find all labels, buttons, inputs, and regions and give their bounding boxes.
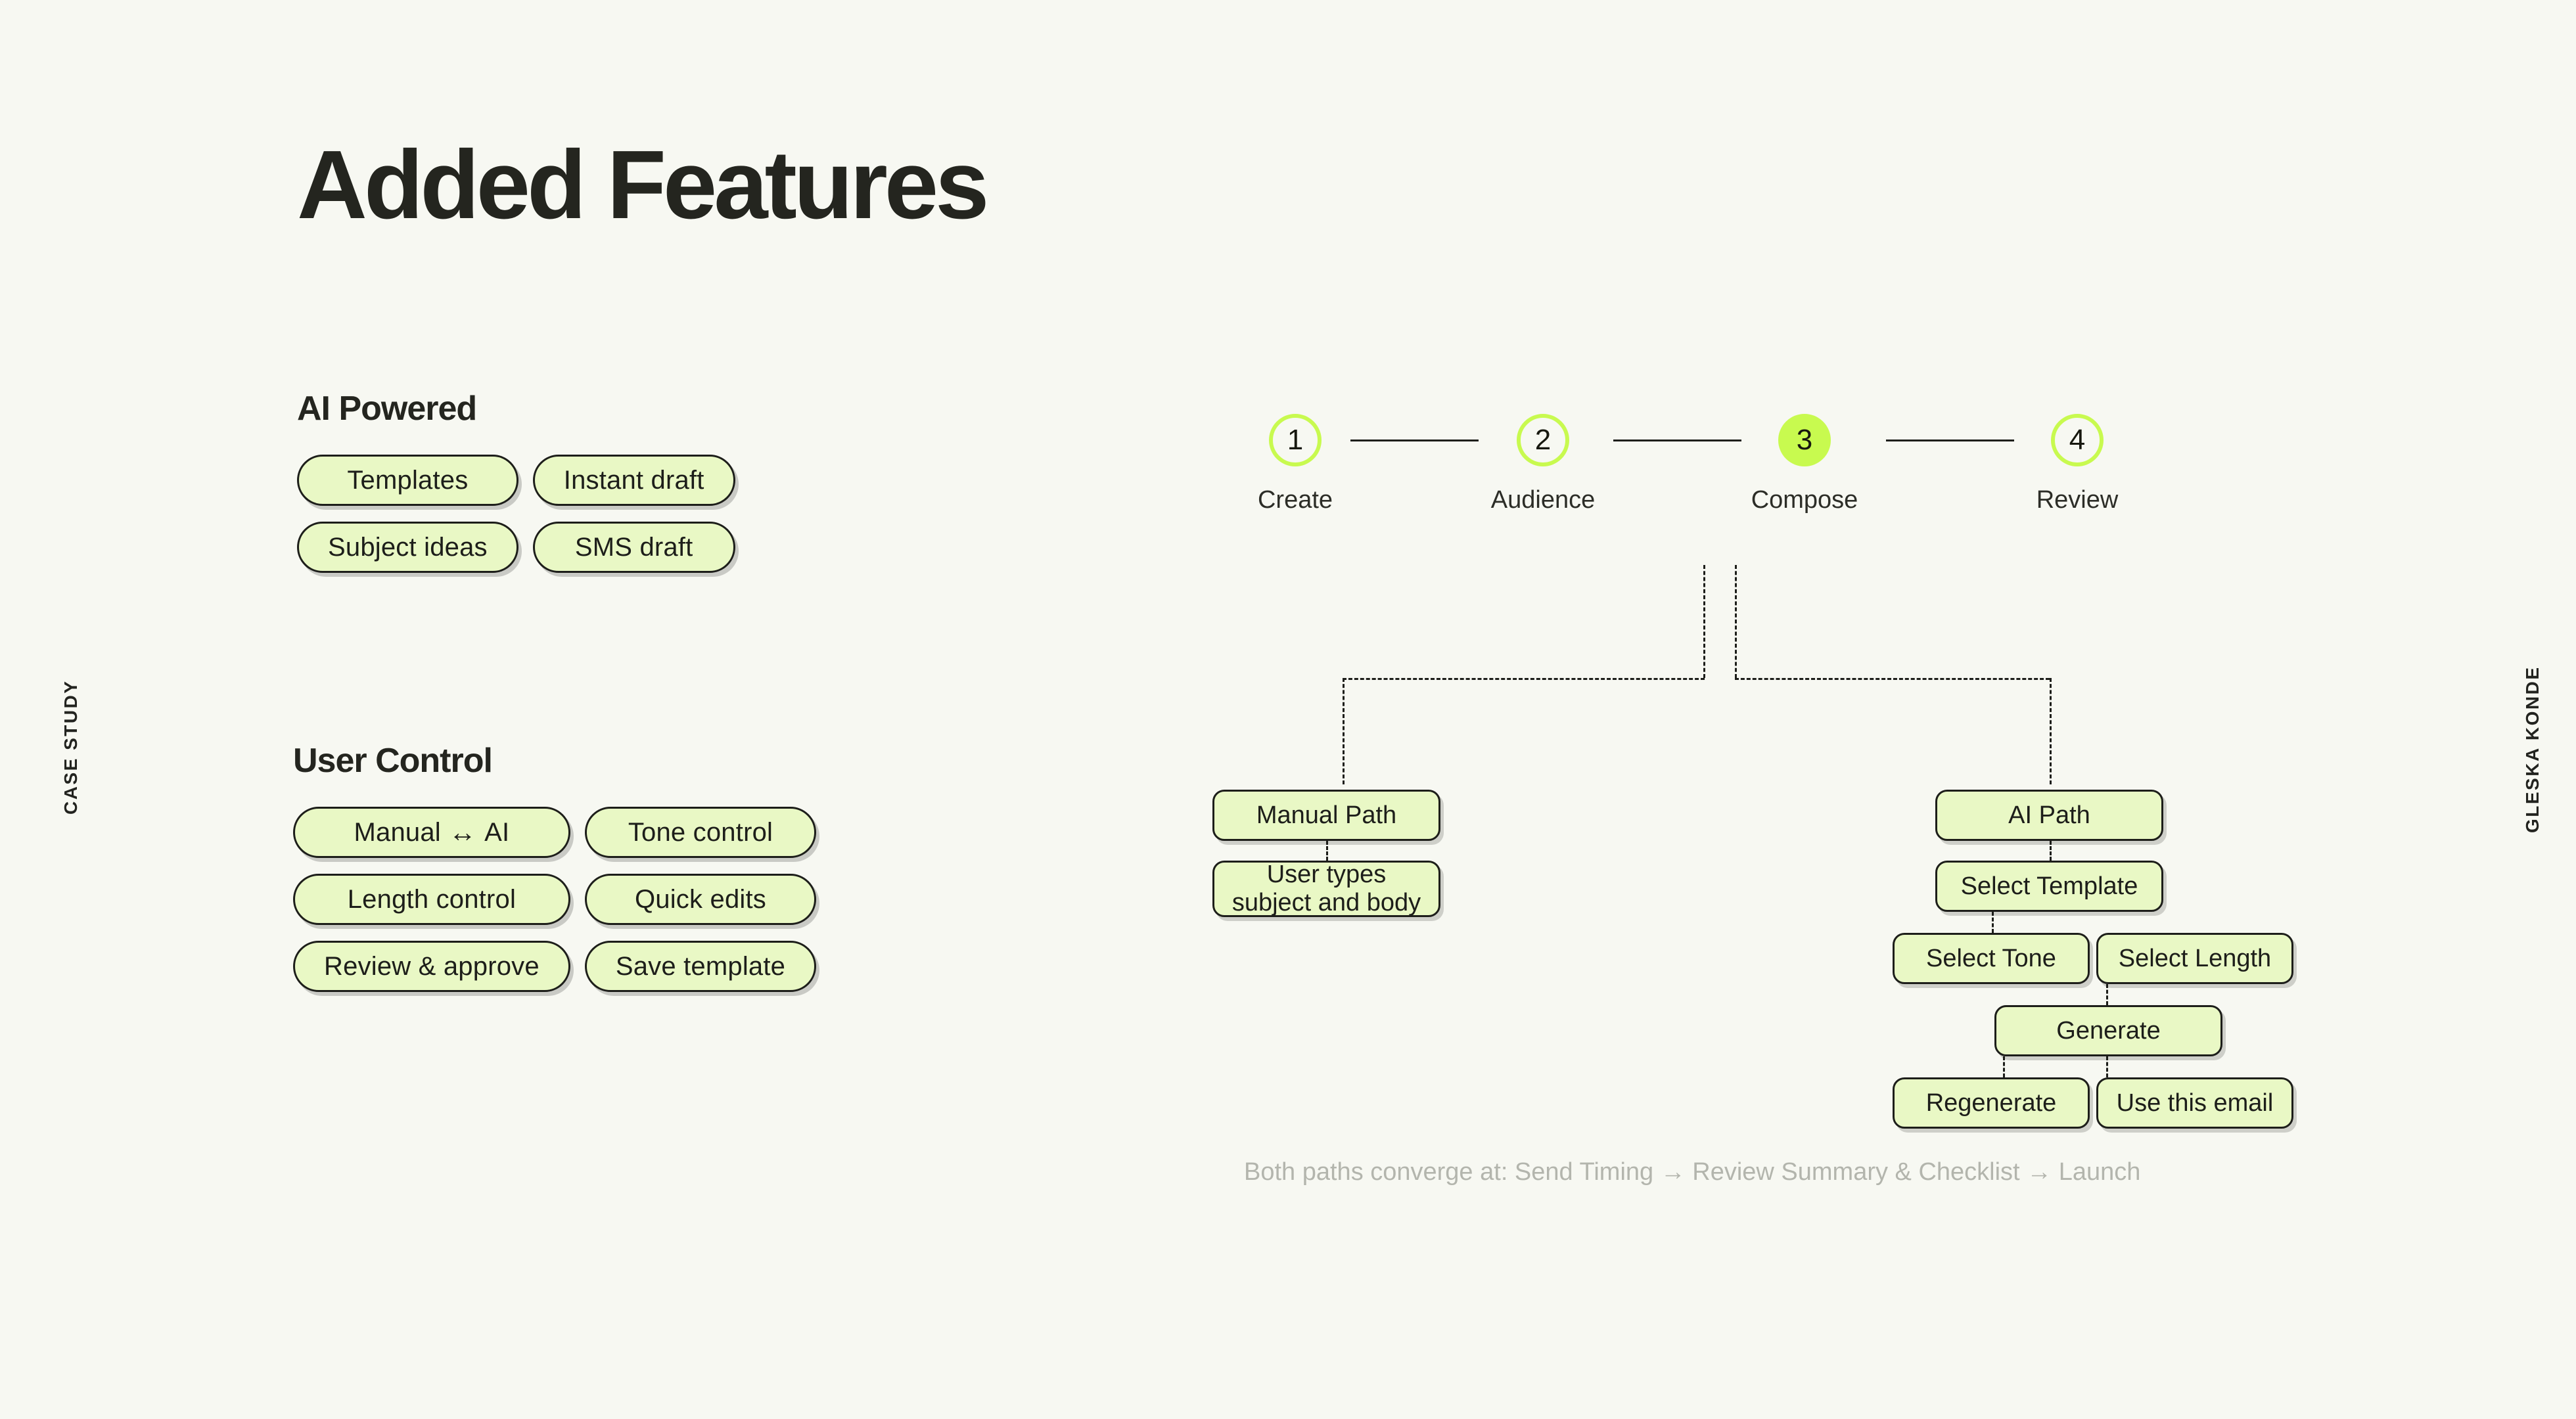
stepper-connector-1-2 (1350, 439, 1479, 441)
flow-diagram: Manual Path User types subject and body … (1212, 565, 2293, 1129)
group-heading-user-control: User Control (293, 742, 493, 780)
flow-connector-left-branch-bar (1343, 678, 1705, 680)
pill-label: Quick edits (634, 884, 766, 914)
stepper: 1 Create 2 Audience 3 Compose 4 Review (1235, 414, 2182, 552)
pill-label: Save template (615, 951, 786, 981)
flow-node-manual-path[interactable]: Manual Path (1212, 790, 1440, 841)
flow-connector-compose-right-stem (1735, 565, 1737, 678)
pill-label: Templates (347, 465, 469, 495)
flow-node-generate[interactable]: Generate (1994, 1005, 2222, 1056)
stepper-label: Review (2036, 486, 2119, 514)
pill-label: Instant draft (563, 465, 704, 495)
flow-node-regenerate[interactable]: Regenerate (1893, 1077, 2090, 1129)
flow-node-label: AI Path (2008, 801, 2090, 829)
flow-node-select-template[interactable]: Select Template (1935, 861, 2163, 912)
flow-node-label: Manual Path (1256, 801, 1397, 829)
pill-label: Subject ideas (328, 532, 488, 562)
flow-node-label: User types subject and body (1231, 861, 1421, 916)
stepper-step-review[interactable]: 4 Review (2036, 414, 2118, 514)
flow-node-label: Select Length (2118, 944, 2272, 972)
stepper-step-audience[interactable]: 2 Audience (1491, 414, 1595, 514)
group-ai-powered: AI Powered Templates Instant draft Subje… (297, 389, 735, 573)
flow-connector-template-to-tone (1992, 912, 1994, 933)
stepper-connector-2-3 (1613, 439, 1741, 441)
pill-tone-control[interactable]: Tone control (584, 807, 817, 858)
pill-templates[interactable]: Templates (297, 455, 518, 506)
stepper-label: Create (1257, 486, 1333, 514)
page-title: Added Features (297, 131, 989, 239)
flow-convergence-note: Both paths converge at: Send Timing → Re… (1244, 1158, 2141, 1186)
pill-grid-ai-powered: Templates Instant draft Subject ideas SM… (297, 455, 735, 573)
stepper-step-compose[interactable]: 3 Compose (1751, 414, 1858, 514)
stepper-circle-3: 3 (1778, 414, 1831, 466)
side-label-author: GLESKA KONDE (2522, 665, 2542, 833)
stepper-circle-1: 1 (1269, 414, 1322, 466)
flow-node-select-length[interactable]: Select Length (2096, 933, 2293, 984)
pill-sms-draft[interactable]: SMS draft (532, 522, 735, 573)
flow-connector-right-branch-bar (1735, 678, 2050, 680)
pill-label-manual: Manual (354, 817, 441, 847)
pill-manual-ai-toggle[interactable]: Manual ↔ AI (293, 807, 570, 858)
pill-label: Tone control (628, 817, 773, 847)
stepper-label: Audience (1490, 486, 1596, 514)
group-heading-ai-powered: AI Powered (297, 390, 477, 428)
stepper-number: 2 (1534, 424, 1552, 456)
pill-label: Length control (347, 884, 517, 914)
flow-connector-length-to-generate (2106, 984, 2108, 1005)
flow-node-ai-path[interactable]: AI Path (1935, 790, 2163, 841)
pill-length-control[interactable]: Length control (293, 874, 570, 925)
flow-connector-generate-to-regenerate (2003, 1056, 2005, 1077)
pill-instant-draft[interactable]: Instant draft (532, 455, 735, 506)
pill-label: Review & approve (324, 951, 540, 981)
stepper-circle-2: 2 (1517, 414, 1569, 466)
side-label-case-study: CASE STUDY (60, 679, 81, 815)
stepper-connector-3-4 (1886, 439, 2014, 441)
pill-subject-ideas[interactable]: Subject ideas (297, 522, 518, 573)
flow-connector-left-drop (1343, 678, 1345, 784)
pill-label-ai: AI (484, 817, 510, 847)
flow-node-label: Use this email (2116, 1089, 2274, 1117)
flow-node-use-this-email[interactable]: Use this email (2096, 1077, 2293, 1129)
stepper-step-create[interactable]: 1 Create (1258, 414, 1333, 514)
pill-review-approve[interactable]: Review & approve (293, 941, 570, 992)
flow-connector-right-drop (2050, 678, 2052, 784)
flow-connector-generate-to-use-email (2106, 1056, 2108, 1077)
group-user-control: User Control Manual ↔ AI Tone control Le… (293, 741, 817, 992)
stepper-circle-4: 4 (2051, 414, 2104, 466)
left-right-arrow-icon: ↔ (448, 817, 477, 847)
flow-node-label: Select Template (1960, 872, 2138, 900)
flow-connector-manual-to-usertypes (1326, 841, 1328, 861)
pill-label: SMS draft (574, 532, 693, 562)
stepper-number: 4 (2069, 424, 2086, 456)
flow-connector-compose-left-stem (1703, 565, 1705, 678)
flow-node-user-types-subject-and-body[interactable]: User types subject and body (1212, 861, 1440, 917)
stepper-label: Compose (1751, 486, 1858, 514)
flow-node-label: Regenerate (1925, 1089, 2057, 1117)
stepper-number: 1 (1287, 424, 1304, 456)
flow-node-label: Select Tone (1926, 944, 2056, 972)
pill-save-template[interactable]: Save template (584, 941, 817, 992)
flow-node-select-tone[interactable]: Select Tone (1893, 933, 2090, 984)
stepper-number: 3 (1796, 424, 1813, 456)
pill-grid-user-control: Manual ↔ AI Tone control Length control … (293, 807, 817, 992)
flow-connector-aipath-to-template (2050, 841, 2052, 861)
flow-node-label: Generate (2056, 1016, 2161, 1045)
pill-quick-edits[interactable]: Quick edits (584, 874, 817, 925)
